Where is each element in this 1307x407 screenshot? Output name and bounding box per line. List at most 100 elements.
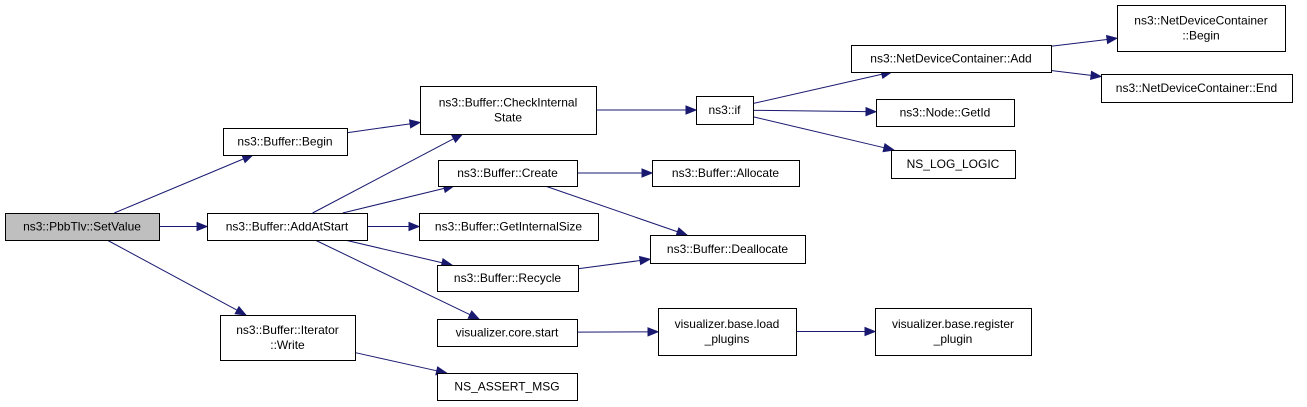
edge-addatstart-to-create (342, 187, 445, 214)
node-box (652, 160, 800, 187)
node-label: visualizer.core.start (456, 326, 559, 340)
node-ndcend[interactable]: ns3::NetDeviceContainer::End (1101, 74, 1293, 103)
node-allocate[interactable]: ns3::Buffer::Allocate (652, 160, 800, 187)
node-box (5, 213, 160, 241)
node-box (875, 308, 1032, 356)
node-label: NS_LOG_LOGIC (907, 157, 1000, 171)
edge-setvalue-to-iterwrite (106, 239, 238, 311)
node-box (876, 99, 1015, 127)
arrowhead-recycle-to-deallocate (638, 255, 652, 266)
arrowhead-begin-to-checkinternal (408, 119, 422, 129)
node-deallocate[interactable]: ns3::Buffer::Deallocate (650, 235, 806, 264)
arrowhead-setvalue-to-addatstart (196, 221, 209, 232)
node-box (437, 319, 578, 347)
node-box (419, 213, 599, 241)
node-box (223, 128, 348, 156)
node-iterwrite[interactable]: ns3::Buffer::Iterator::Write (220, 315, 356, 361)
node-box (1117, 5, 1286, 52)
node-ndcbegin[interactable]: ns3::NetDeviceContainer::Begin (1117, 5, 1286, 52)
node-assertmsg[interactable]: NS_ASSERT_MSG (437, 373, 578, 401)
node-setvalue[interactable]: ns3::PbbTlv::SetValue (5, 213, 160, 241)
node-box (420, 86, 597, 135)
node-label: ns3::Node::GetId (900, 106, 991, 120)
call-edges (106, 34, 1119, 376)
node-ndcadd[interactable]: ns3::NetDeviceContainer::Add (851, 45, 1052, 73)
arrowhead-ns3if-to-loglogic (882, 142, 896, 153)
edge-addatstart-to-vizstart (314, 239, 471, 316)
arrowhead-addatstart-to-vizstart (467, 310, 481, 320)
edge-setvalue-to-begin (114, 158, 244, 214)
node-label: ns3::Buffer::Deallocate (667, 242, 789, 256)
arrowhead-setvalue-to-begin (241, 154, 255, 164)
node-loglogic[interactable]: NS_LOG_LOGIC (891, 150, 1016, 179)
node-label: ns3::Buffer::CheckInternal (439, 96, 578, 110)
node-registerplugin[interactable]: visualizer.base.register_plugin (875, 308, 1032, 356)
edge-ndcadd-to-ndcbegin (1050, 38, 1108, 47)
arrowhead-ns3if-to-nodegetid (865, 106, 878, 117)
node-label: ::Write (270, 338, 305, 352)
arrowhead-addatstart-to-checkinternal (450, 133, 464, 144)
node-box (437, 265, 579, 292)
node-nodegetid[interactable]: ns3::Node::GetId (876, 99, 1015, 127)
arrowhead-setvalue-to-iterwrite (234, 305, 248, 316)
node-box (891, 150, 1016, 179)
node-box (438, 160, 578, 187)
arrowhead-loadplugins-to-registerplugin (864, 326, 877, 337)
node-label: ns3::NetDeviceContainer::End (1116, 81, 1277, 95)
node-label: ns3::NetDeviceContainer::Add (870, 52, 1031, 66)
node-box (696, 96, 754, 125)
node-label: NS_ASSERT_MSG (454, 380, 559, 394)
node-label: ns3::NetDeviceContainer (1134, 14, 1267, 28)
node-label: visualizer.base.load (675, 317, 780, 331)
function-nodes: ns3::PbbTlv::SetValuens3::Buffer::Beginn… (5, 5, 1293, 401)
node-label: ns3::Buffer::Create (457, 166, 558, 180)
node-label: State (494, 111, 522, 125)
node-box (1101, 74, 1293, 103)
arrowhead-checkinternal-to-ns3if (685, 105, 698, 115)
node-box (658, 308, 797, 356)
node-begin[interactable]: ns3::Buffer::Begin (223, 128, 348, 156)
edge-create-to-deallocate (544, 185, 678, 233)
node-box (207, 213, 368, 241)
arrowhead-ndcadd-to-ndcend (1090, 70, 1103, 80)
arrowhead-vizstart-to-loadplugins (647, 327, 660, 337)
node-label: ns3::Buffer::GetInternalSize (435, 220, 583, 234)
node-label: _plugins (704, 332, 750, 346)
node-box (650, 235, 806, 264)
node-label: ns3::Buffer::Begin (237, 135, 332, 149)
node-label: ns3::Buffer::AddAtStart (226, 220, 349, 234)
edge-ns3if-to-loglogic (752, 116, 885, 149)
node-recycle[interactable]: ns3::Buffer::Recycle (437, 265, 579, 292)
node-box (851, 45, 1052, 73)
node-create[interactable]: ns3::Buffer::Create (438, 160, 578, 187)
edge-ns3if-to-nodegetid (752, 109, 867, 113)
node-label: ::Begin (1182, 29, 1219, 43)
edge-ns3if-to-ndcadd (752, 73, 882, 105)
node-label: ns3::if (708, 103, 741, 117)
node-label: ns3::PbbTlv::SetValue (23, 220, 141, 234)
edge-recycle-to-deallocate (577, 260, 641, 270)
edge-addatstart-to-checkinternal (312, 138, 454, 214)
node-label: _plugin (933, 332, 973, 346)
node-label: ns3::Buffer::Iterator (236, 323, 339, 337)
node-addatstart[interactable]: ns3::Buffer::AddAtStart (207, 213, 368, 241)
node-vizstart[interactable]: visualizer.core.start (437, 319, 578, 347)
node-box (220, 315, 356, 361)
edge-begin-to-checkinternal (346, 123, 411, 134)
node-box (437, 373, 578, 401)
edge-iterwrite-to-assertmsg (354, 352, 437, 372)
node-label: ns3::Buffer::Recycle (454, 271, 561, 285)
arrowhead-create-to-allocate (641, 168, 654, 178)
edge-addatstart-to-recycle (344, 239, 443, 264)
node-label: visualizer.base.register (892, 317, 1014, 331)
node-getinternalsize[interactable]: ns3::Buffer::GetInternalSize (419, 213, 599, 241)
arrowhead-addatstart-to-getinternalsize (408, 221, 421, 232)
node-label: ns3::Buffer::Allocate (672, 166, 780, 180)
node-loadplugins[interactable]: visualizer.base.load_plugins (658, 308, 797, 356)
arrowhead-ndcadd-to-ndcbegin (1106, 34, 1119, 45)
arrowhead-create-to-deallocate (675, 227, 689, 237)
edge-ndcadd-to-ndcend (1050, 70, 1092, 76)
node-ns3if[interactable]: ns3::if (696, 96, 754, 125)
